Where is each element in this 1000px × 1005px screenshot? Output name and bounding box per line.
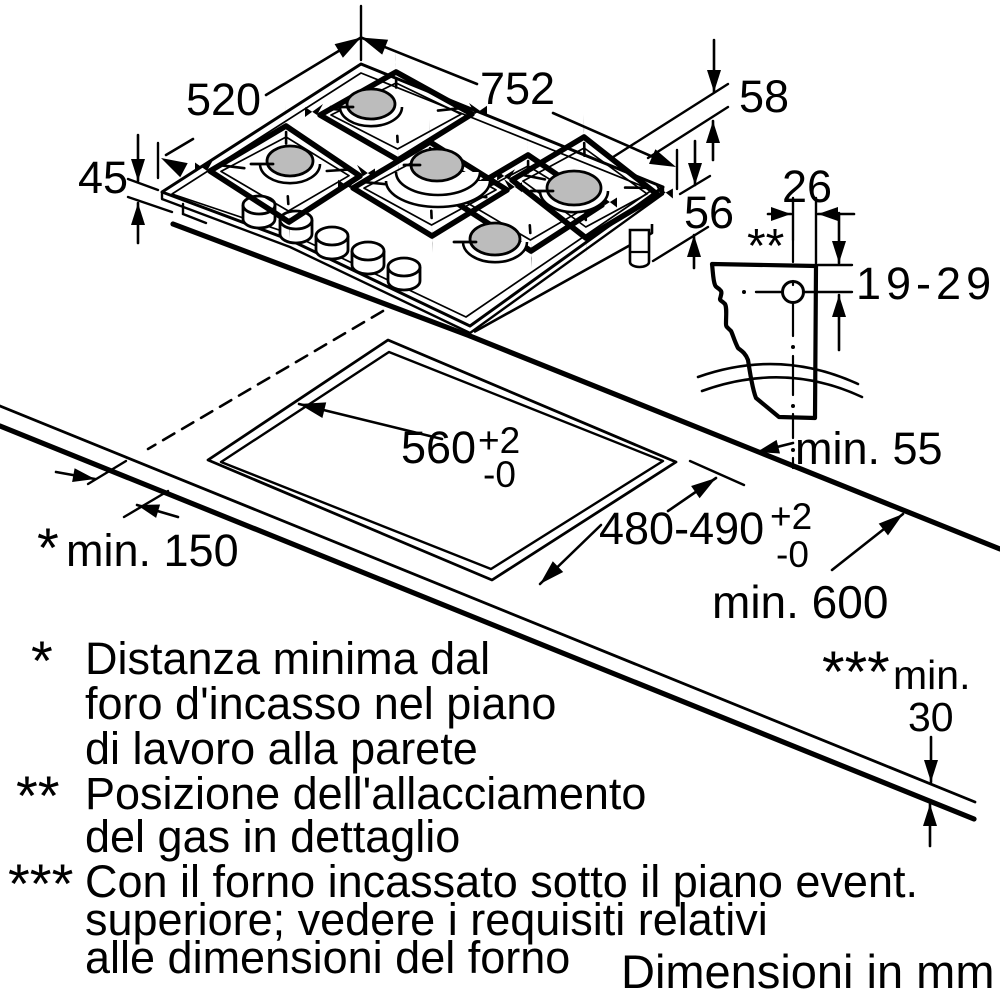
svg-text:alle dimensioni del forno: alle dimensioni del forno [85, 932, 570, 983]
svg-text:45: 45 [78, 152, 128, 203]
svg-text:520: 520 [186, 74, 261, 125]
svg-text:**: ** [747, 220, 784, 273]
svg-text:58: 58 [739, 71, 789, 122]
svg-text:26: 26 [782, 161, 832, 212]
svg-text:**: ** [16, 764, 60, 827]
svg-text:19-29: 19-29 [856, 258, 996, 309]
svg-text:min.: min. [893, 652, 970, 698]
svg-text:di lavoro alla parete: di lavoro alla parete [85, 723, 478, 774]
svg-text:480-490: 480-490 [599, 503, 764, 554]
svg-text:min. 150: min. 150 [66, 525, 239, 576]
svg-text:foro d'incasso nel piano: foro d'incasso nel piano [85, 678, 556, 729]
svg-text:min. 600: min. 600 [712, 576, 888, 628]
svg-text:-0: -0 [483, 454, 516, 495]
svg-text:30: 30 [908, 694, 954, 740]
svg-text:*: * [31, 629, 53, 692]
svg-text:Dimensioni in mm: Dimensioni in mm [621, 945, 994, 998]
svg-text:del gas in dettaglio: del gas in dettaglio [85, 811, 460, 862]
svg-text:+2: +2 [770, 496, 812, 537]
svg-text:560: 560 [401, 422, 476, 473]
svg-text:***: *** [8, 852, 73, 915]
svg-text:752: 752 [480, 63, 555, 114]
svg-text:-0: -0 [776, 534, 809, 575]
svg-text:min. 55: min. 55 [795, 423, 943, 474]
svg-text:*: * [37, 516, 59, 579]
svg-text:***: *** [822, 640, 890, 705]
svg-text:56: 56 [684, 187, 734, 238]
svg-text:Distanza minima dal: Distanza minima dal [85, 633, 490, 684]
